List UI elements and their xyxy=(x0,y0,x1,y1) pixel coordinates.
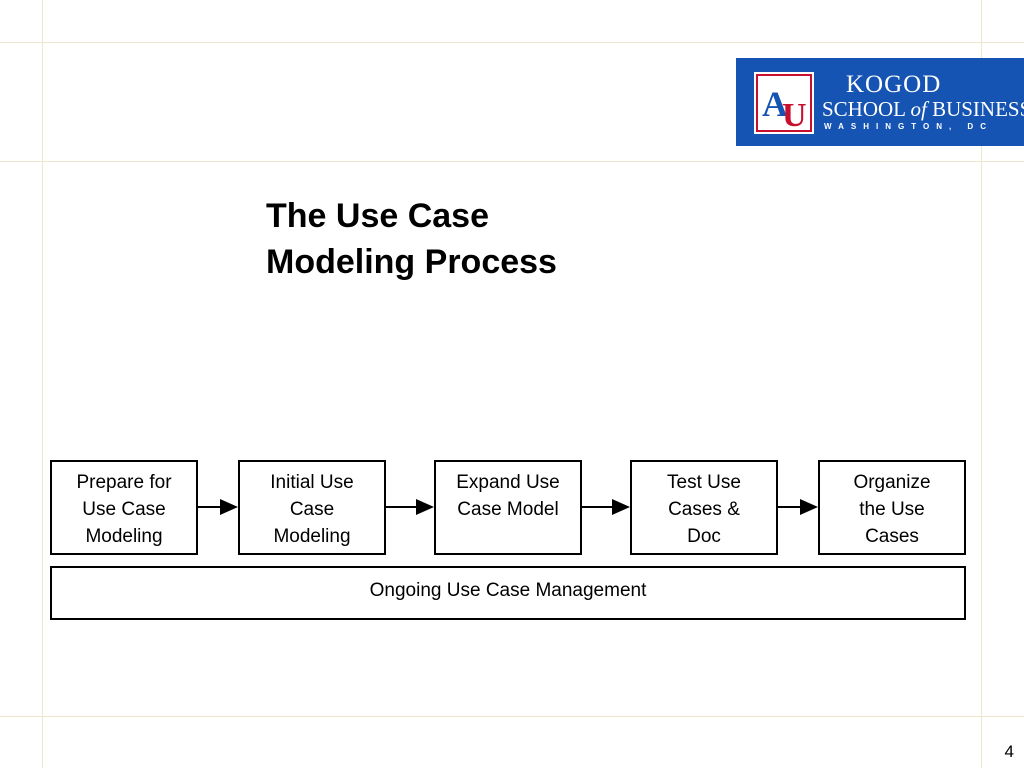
step-label: Organize the Use Cases xyxy=(853,472,931,547)
logo-location-text: WASHINGTON, DC xyxy=(824,122,993,131)
page-number: 4 xyxy=(1004,742,1014,761)
step-organize: Organize the Use Cases xyxy=(818,460,966,555)
slide-title: The Use Case Modeling Process xyxy=(266,193,686,285)
ongoing-management-label: Ongoing Use Case Management xyxy=(369,580,647,601)
logo-school-text: SCHOOL of BUSINESS xyxy=(822,97,1024,121)
step-label: Test Use Cases & Doc xyxy=(667,472,741,547)
guide-line xyxy=(42,0,43,768)
ongoing-management-box: Ongoing Use Case Management xyxy=(50,566,966,620)
guide-line xyxy=(0,161,1024,162)
svg-text:A: A xyxy=(762,84,788,124)
guide-line xyxy=(0,716,1024,717)
step-label: Prepare for Use Case Modeling xyxy=(76,472,172,547)
kogod-logo: A U KOGOD SCHOOL of BUSINESS WASHINGTON,… xyxy=(736,58,1024,146)
title-line-1: The Use Case xyxy=(266,197,489,235)
logo-kogod-text: KOGOD xyxy=(846,71,942,98)
title-line-2: Modeling Process xyxy=(266,243,557,281)
guide-line xyxy=(0,42,1024,43)
step-label: Initial Use Case Modeling xyxy=(270,472,354,547)
step-prepare: Prepare for Use Case Modeling xyxy=(50,460,198,555)
svg-text:U: U xyxy=(782,97,807,134)
au-seal-icon: A U xyxy=(754,72,814,134)
step-test-doc: Test Use Cases & Doc xyxy=(630,460,778,555)
step-initial-modeling: Initial Use Case Modeling xyxy=(238,460,386,555)
step-expand-model: Expand Use Case Model xyxy=(434,460,582,555)
guide-line xyxy=(981,0,982,768)
step-label: Expand Use Case Model xyxy=(456,472,560,520)
